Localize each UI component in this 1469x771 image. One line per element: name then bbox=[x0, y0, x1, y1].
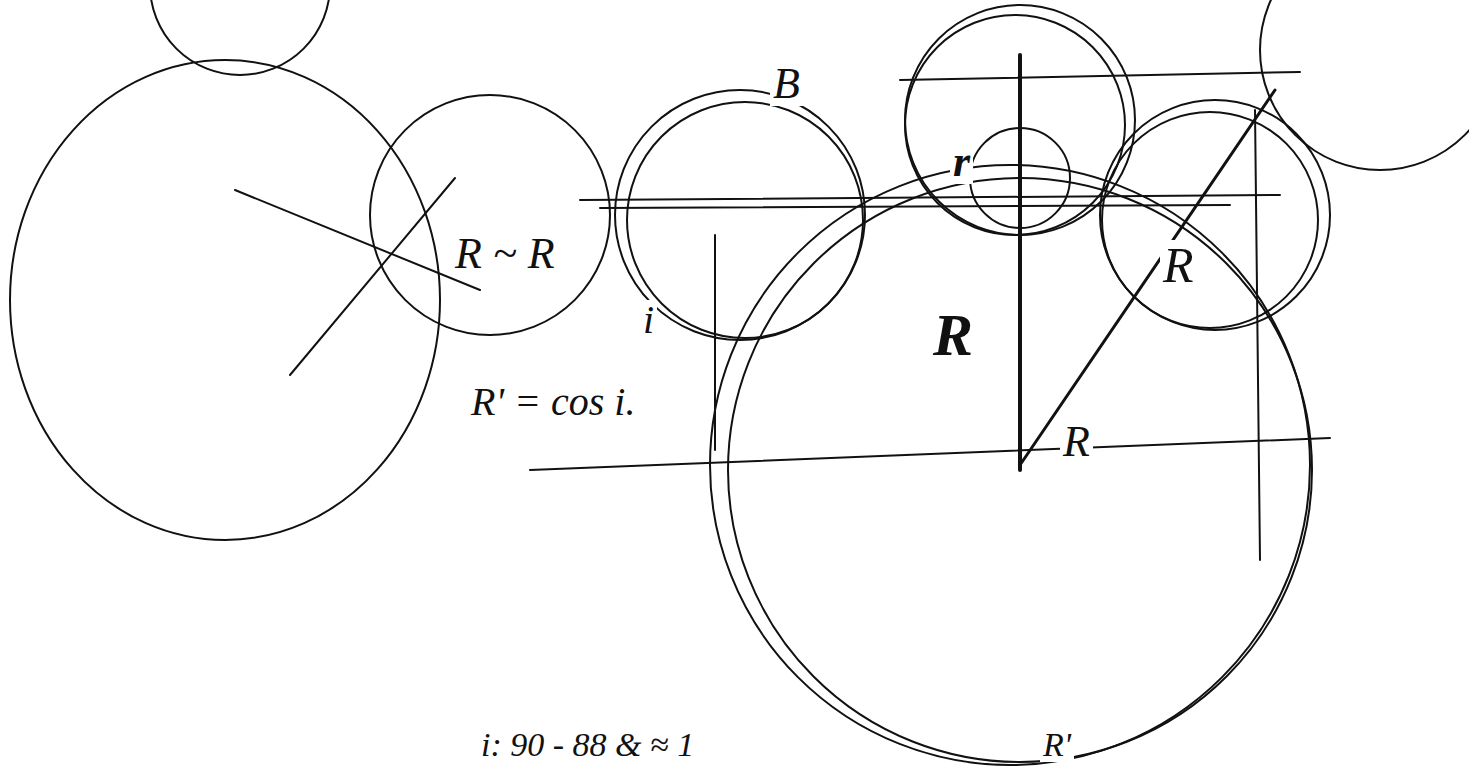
handwritten-label: R bbox=[1160, 240, 1197, 290]
circle-outline bbox=[370, 95, 610, 335]
handwritten-label: R' bbox=[1040, 728, 1074, 762]
circle-outline bbox=[10, 60, 440, 540]
sketch-line bbox=[290, 178, 455, 375]
handwritten-label: R bbox=[930, 305, 976, 365]
circle-outline bbox=[627, 102, 863, 338]
circle-outline bbox=[1260, 0, 1469, 170]
sketch-line bbox=[530, 438, 1330, 470]
sketch-line bbox=[714, 235, 716, 450]
sketch-line bbox=[900, 72, 1300, 80]
handwritten-label: B bbox=[770, 62, 803, 106]
circle-outline bbox=[615, 90, 865, 340]
handwritten-label: r bbox=[950, 140, 973, 184]
sketch-line bbox=[600, 205, 1230, 208]
handwritten-label: R ~ R bbox=[452, 232, 558, 276]
handwritten-label: i bbox=[640, 300, 657, 340]
handwritten-label: R' = cos i. bbox=[468, 382, 638, 422]
sketch-line bbox=[1018, 55, 1022, 470]
sketch-line bbox=[1020, 90, 1275, 465]
sketch-line bbox=[580, 195, 1280, 200]
sketch-line bbox=[1255, 110, 1260, 560]
handwritten-label: i: 90 - 88 & ≈ 1 bbox=[478, 728, 697, 762]
sketch-line bbox=[235, 190, 480, 290]
circle-outline bbox=[710, 165, 1310, 765]
handwritten-label: R bbox=[1060, 420, 1093, 464]
circle-outline bbox=[150, 0, 330, 75]
